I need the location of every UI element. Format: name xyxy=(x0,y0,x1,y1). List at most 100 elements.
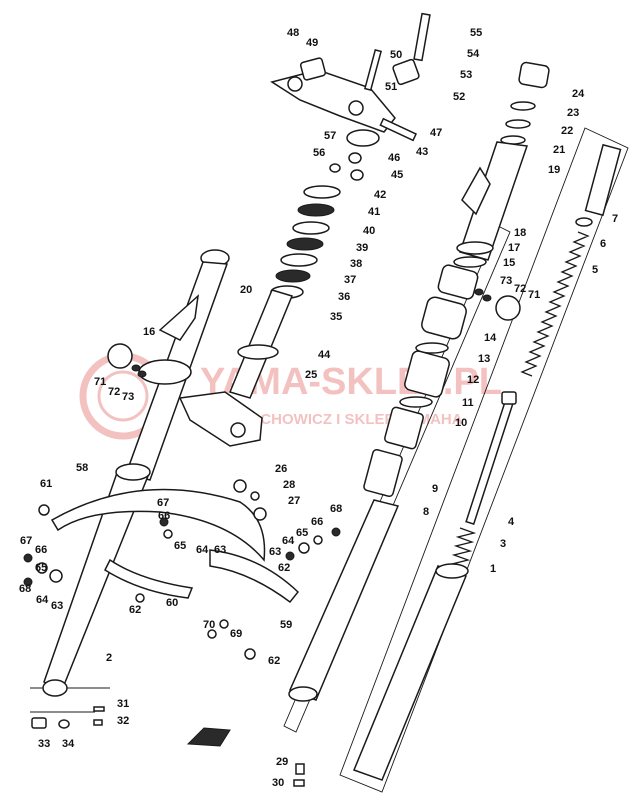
callout-c62b: 62 xyxy=(278,562,290,574)
ring-13 xyxy=(415,342,449,354)
nut-68-right xyxy=(331,527,341,537)
grommet-72-left xyxy=(131,364,141,372)
callout-c49: 49 xyxy=(306,37,318,49)
reflector-71-right xyxy=(495,295,521,321)
left-fork-lower xyxy=(31,463,300,729)
seal-18 xyxy=(456,241,494,255)
upper-bracket-hole-right xyxy=(348,100,364,116)
damper-rod-4 xyxy=(465,397,515,525)
callout-c6: 6 xyxy=(600,238,606,250)
callout-c15: 15 xyxy=(503,257,515,269)
nut-64-right xyxy=(285,551,295,561)
washer-66-right xyxy=(313,535,323,545)
callout-c46: 46 xyxy=(388,152,400,164)
callout-c53: 53 xyxy=(460,69,472,81)
upper-bracket-hole-left xyxy=(287,76,303,92)
callout-c36: 36 xyxy=(338,291,350,303)
callout-c41: 41 xyxy=(368,206,380,218)
spacer-65-left xyxy=(49,569,63,583)
callout-c62a: 62 xyxy=(129,604,141,616)
callout-c14: 14 xyxy=(484,332,497,344)
callout-c35: 35 xyxy=(330,311,342,323)
o-ring-23 xyxy=(510,101,536,111)
callout-c21: 21 xyxy=(553,144,565,156)
top-bracket-assembly xyxy=(270,12,431,181)
callout-c22: 22 xyxy=(561,125,573,137)
bolt-70 xyxy=(207,629,217,639)
callout-c69: 69 xyxy=(230,628,242,640)
callout-c71b: 71 xyxy=(528,289,540,301)
front-arrow xyxy=(186,727,231,747)
callout-c58: 58 xyxy=(76,462,88,474)
callout-c34: 34 xyxy=(62,738,75,750)
callout-c19: 19 xyxy=(548,164,560,176)
callout-c30: 30 xyxy=(272,777,284,789)
callout-c62c: 62 xyxy=(268,655,280,667)
callout-c72b: 72 xyxy=(514,283,526,295)
headlight-bracket-ring xyxy=(138,359,192,385)
reflector-71-left xyxy=(107,343,133,369)
callout-c66b: 66 xyxy=(158,510,170,522)
nut-68-left xyxy=(23,577,33,587)
bolt-61 xyxy=(38,504,50,516)
fork-spring-5 xyxy=(520,231,590,377)
callout-c67: 67 xyxy=(20,535,32,547)
callout-c3: 3 xyxy=(500,538,506,550)
washer-46 xyxy=(348,152,362,164)
pinch-bolt-top xyxy=(364,48,382,92)
nut-56 xyxy=(329,163,341,173)
callout-c43: 43 xyxy=(416,146,428,158)
stem-race-40 xyxy=(292,221,330,235)
outer-tube-1 xyxy=(353,565,467,781)
callout-c71a: 71 xyxy=(94,376,106,388)
callout-c31: 31 xyxy=(117,698,129,710)
callout-c51: 51 xyxy=(385,81,397,93)
nut-73-left xyxy=(137,370,147,378)
left-fork-upper xyxy=(107,249,230,481)
washer-28 xyxy=(250,491,260,501)
front-fender-58 xyxy=(50,488,266,562)
left-fork-top-cap xyxy=(115,463,151,481)
callout-c17: 17 xyxy=(508,242,520,254)
headlight-bracket-right xyxy=(461,166,491,216)
callout-c24: 24 xyxy=(572,88,585,100)
cover-14 xyxy=(421,296,467,340)
front-arrow-icon xyxy=(186,727,231,747)
washer-66-center xyxy=(163,529,173,539)
callout-c18: 18 xyxy=(514,227,526,239)
seat-6 xyxy=(575,217,593,227)
callout-c7: 7 xyxy=(612,213,618,225)
callout-c65c: 65 xyxy=(296,527,308,539)
callout-c70: 70 xyxy=(203,619,215,631)
washer-30 xyxy=(293,779,305,787)
spacer-65-right xyxy=(298,542,310,554)
outer-tube-8 xyxy=(288,499,400,701)
callout-c38: 38 xyxy=(350,258,362,270)
callout-c48: 48 xyxy=(287,27,299,39)
rod-top-4 xyxy=(501,391,517,405)
callout-c68b: 68 xyxy=(330,503,342,515)
callout-c68a: 68 xyxy=(19,583,31,595)
stem-bearing-37 xyxy=(275,269,311,283)
callout-c61: 61 xyxy=(40,478,52,490)
callout-c66c: 66 xyxy=(311,516,323,528)
cover-12 xyxy=(404,350,450,398)
callout-c47: 47 xyxy=(430,127,442,139)
callout-c5: 5 xyxy=(592,264,598,276)
callout-c39: 39 xyxy=(356,242,368,254)
nut-27 xyxy=(253,507,267,521)
drain-bolt-29 xyxy=(295,763,305,775)
callout-c37: 37 xyxy=(344,274,356,286)
callout-c40: 40 xyxy=(363,225,375,237)
fork-cap-bolt-24 xyxy=(518,61,550,89)
grommet-72-right xyxy=(482,294,492,302)
callout-c12: 12 xyxy=(467,374,479,386)
under-bracket-hole xyxy=(230,422,246,438)
steering-nut xyxy=(346,129,380,147)
callout-c10: 10 xyxy=(455,417,467,429)
callout-c63b: 63 xyxy=(214,544,226,556)
washer-45 xyxy=(350,169,364,181)
spacer-7 xyxy=(584,143,622,217)
top-bolt xyxy=(413,12,431,62)
outer-tube-1-top xyxy=(435,563,469,579)
